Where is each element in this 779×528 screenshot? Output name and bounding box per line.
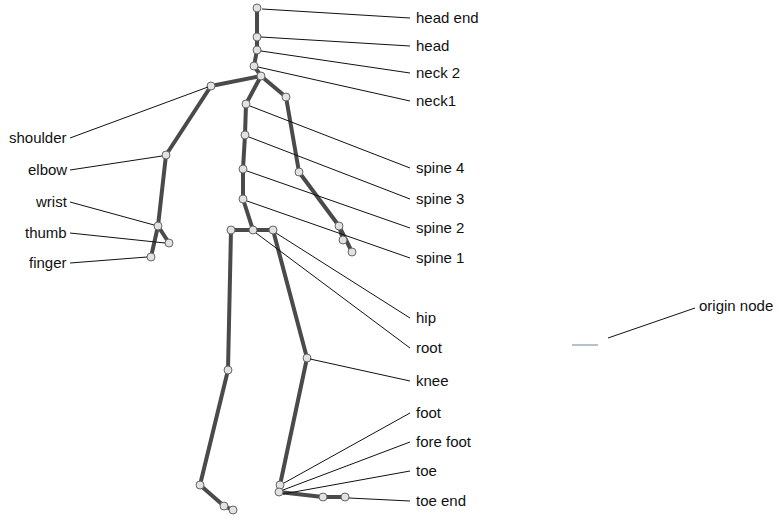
bones [151,8,352,510]
part-label: spine 1 [416,249,464,267]
part-label: head [416,37,449,55]
part-label: root [416,339,442,357]
joints [147,4,356,514]
part-label: hip [416,309,436,327]
part-label: foot [416,404,441,422]
leader-lines [70,9,695,501]
part-label: fore foot [416,433,471,451]
part-label: spine 4 [416,159,464,177]
part-label: neck1 [416,92,456,110]
part-label: shoulder [9,129,67,147]
part-label: wrist [36,193,67,211]
part-label: toe [416,462,437,480]
part-label: spine 2 [416,219,464,237]
part-label: toe end [416,492,466,510]
part-label: knee [416,372,449,390]
part-label: neck 2 [416,64,460,82]
part-label: finger [29,254,67,272]
origin-node-mark [572,344,598,346]
part-label: origin node [699,297,773,315]
part-label: elbow [28,161,67,179]
part-label: head end [416,9,479,27]
part-label: thumb [25,224,67,242]
part-label: spine 3 [416,190,464,208]
